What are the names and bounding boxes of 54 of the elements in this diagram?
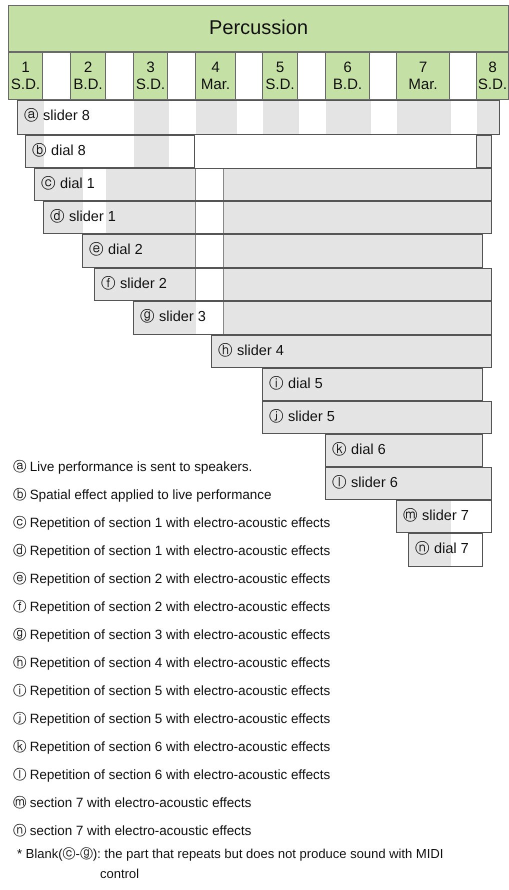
footnote: * Blank(ⓒ-ⓖ): the part that repeats but does not produce sound with MIDI control (17, 845, 444, 883)
section-label: 3 (146, 59, 155, 76)
header-band: Percussion (8, 5, 509, 52)
note-text: ⓛ Repetition of section 6 with electro-acoustic effects (13, 767, 330, 784)
section-label: Mar. (408, 76, 438, 93)
section-cell (70, 52, 106, 100)
time-bar: ⓓ slider 1 (43, 201, 492, 234)
note-text: ⓖ Repetition of section 3 with electro-acoustic effects (13, 627, 330, 644)
time-bar: ⓘ dial 5 (262, 368, 483, 401)
section-cell (325, 52, 370, 100)
section-label: 6 (343, 59, 352, 76)
note-text: ⓚ Repetition of section 6 with electro-acoustic effects (13, 739, 330, 756)
time-bar: ⓙ slider 5 (262, 401, 492, 434)
time-bar: ⓜ slider 7 (396, 500, 492, 533)
note-text: ⓔ Repetition of section 2 with electro-acoustic effects (13, 571, 330, 588)
section-label: Mar. (200, 76, 230, 93)
section-label: 8 (488, 59, 497, 76)
note-text: ⓘ Repetition of section 5 with electro-acoustic effects (13, 683, 330, 700)
note-text: ⓓ Repetition of section 1 with electro-acoustic effects (13, 543, 330, 560)
section-label: B.D. (73, 76, 103, 93)
section-label: S.D. (478, 76, 508, 93)
section-label: 1 (21, 59, 30, 76)
time-bar: ⓑ dial 8 (25, 135, 195, 168)
section-label: S.D. (136, 76, 166, 93)
time-bar: ⓛ slider 6 (325, 467, 492, 500)
section-cell (133, 52, 168, 100)
section-cell (476, 52, 509, 100)
time-bar: ⓚ dial 6 (325, 434, 483, 467)
time-bar: ⓗ slider 4 (211, 335, 492, 368)
section-label: S.D. (10, 76, 40, 93)
note-text: ⓕ Repetition of section 2 with electro-acoustic effects (13, 599, 330, 616)
section-label: B.D. (332, 76, 362, 93)
section-cell (8, 52, 43, 100)
time-bar: ⓝ dial 7 (408, 533, 483, 567)
section-cell (396, 52, 450, 100)
section-label: S.D. (265, 76, 295, 93)
note-text: ⓙ Repetition of section 5 with electro-acoustic effects (13, 711, 330, 728)
time-bar: ⓖ slider 3 (133, 301, 492, 335)
note-text: ⓝ section 7 with electro-acoustic effects (13, 823, 252, 840)
time-bar: ⓔ dial 2 (82, 234, 483, 268)
section-cell (262, 52, 298, 100)
note-text: ⓑ Spatial effect applied to live performance (13, 487, 272, 504)
note-text: ⓐ Live performance is sent to speakers. (13, 459, 252, 476)
section-label: 5 (276, 59, 284, 76)
note-text: ⓜ section 7 with electro-acoustic effects (13, 795, 252, 812)
section-label: 4 (211, 59, 220, 76)
note-text: ⓒ Repetition of section 1 with electro-acoustic effects (13, 515, 330, 532)
section-label: 2 (84, 59, 92, 76)
time-bar: ⓐ slider 8 (17, 100, 500, 135)
time-bar: ⓒ dial 1 (34, 168, 492, 201)
time-bar: ⓕ slider 2 (94, 268, 492, 301)
section-label: 7 (418, 59, 428, 76)
section-cell (195, 52, 236, 100)
note-text: ⓗ Repetition of section 4 with electro-acoustic effects (13, 655, 330, 672)
